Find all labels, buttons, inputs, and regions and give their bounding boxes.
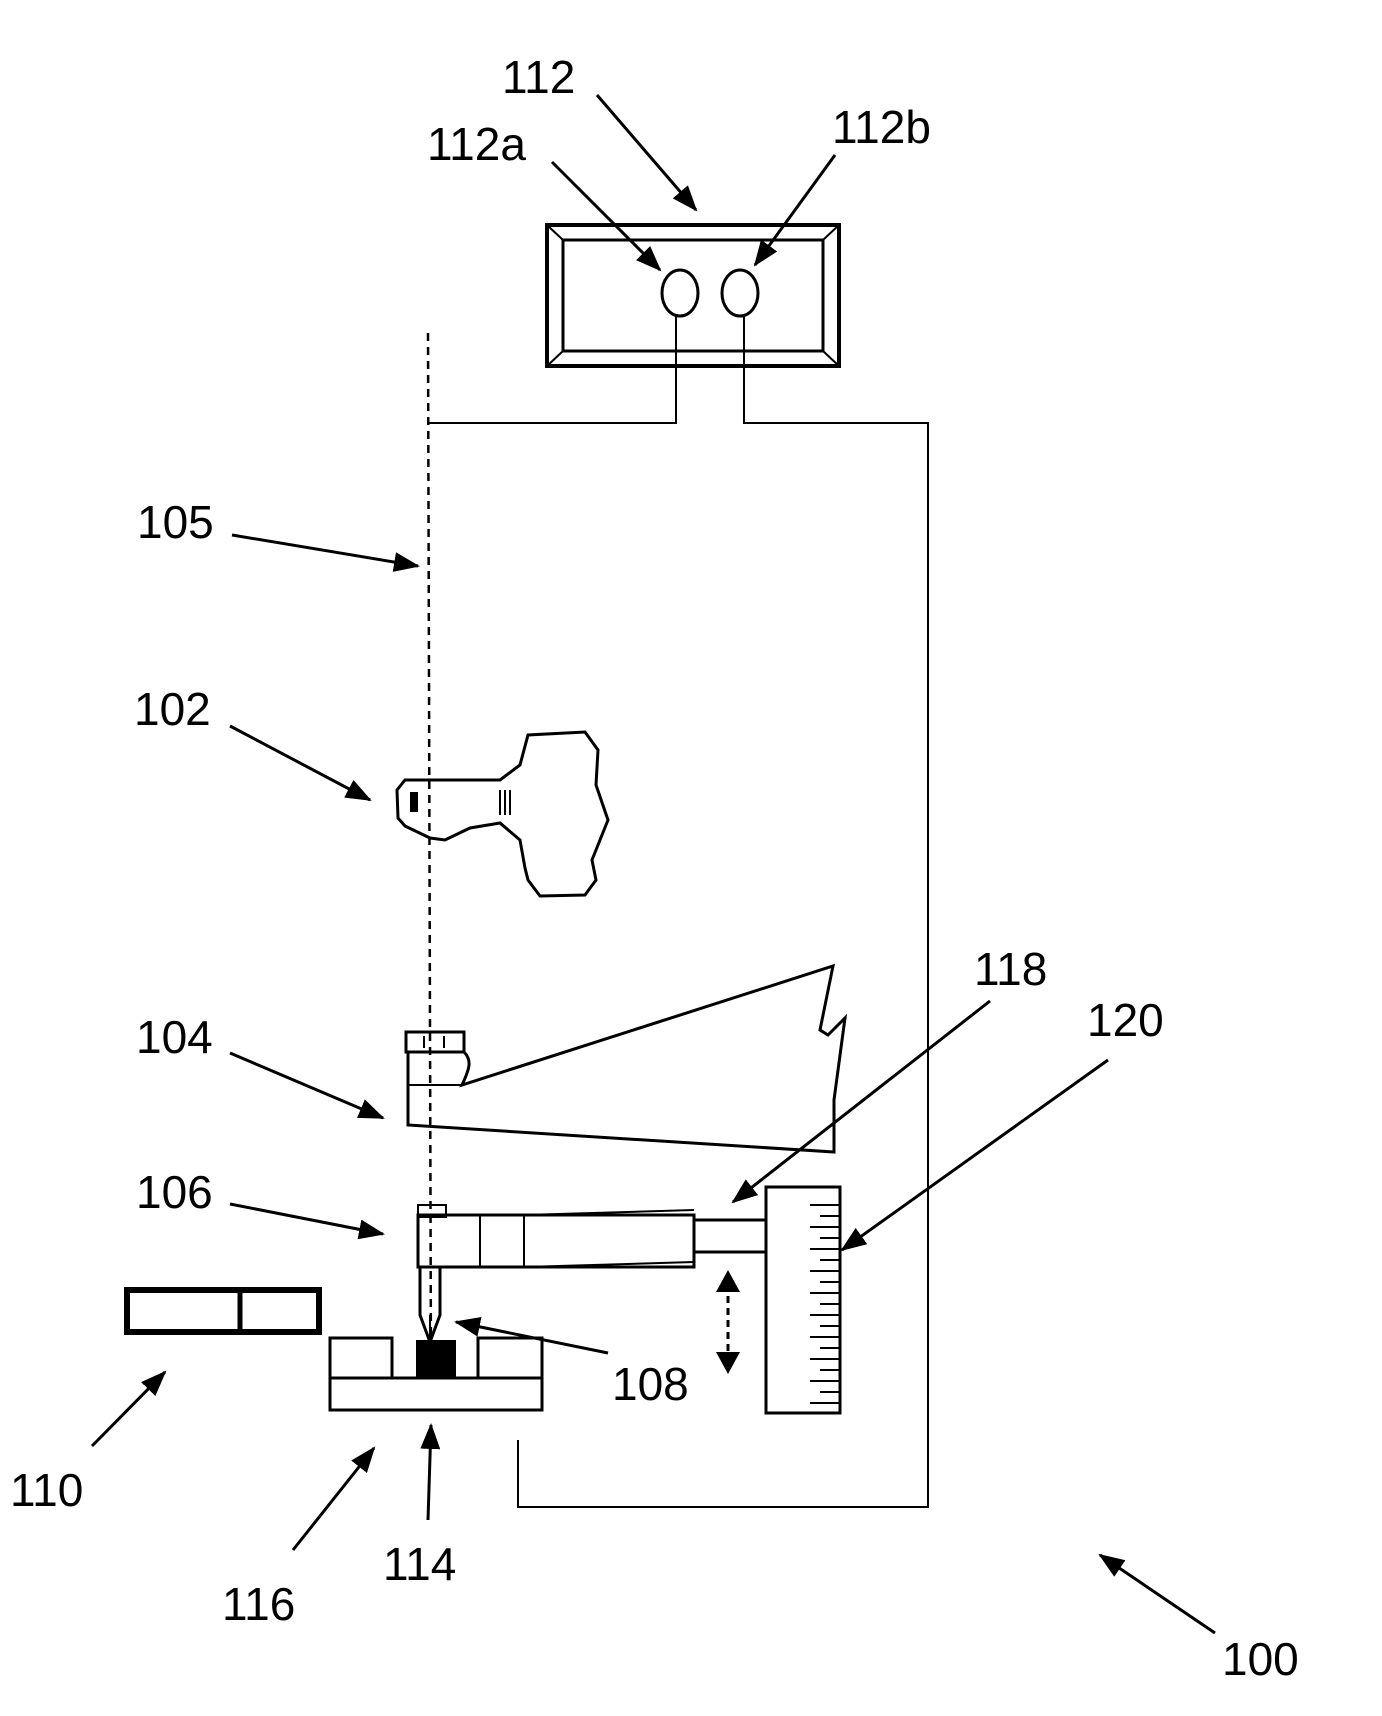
sample-114 xyxy=(416,1340,456,1378)
leader-arrow-114 xyxy=(428,1425,431,1520)
label-106: 106 xyxy=(136,1166,213,1218)
leader-arrow-100 xyxy=(1100,1555,1215,1633)
component-110 xyxy=(127,1290,319,1332)
terminal-112a xyxy=(662,270,698,316)
label-108: 108 xyxy=(612,1358,689,1410)
holder-arm-106 xyxy=(418,1205,694,1267)
leader-arrow-112a xyxy=(552,162,660,270)
label-112: 112 xyxy=(502,51,575,103)
wire-from-112b xyxy=(518,316,928,1507)
label-112b: 112b xyxy=(832,101,931,153)
label-110: 110 xyxy=(10,1464,83,1516)
connector-118 xyxy=(694,1220,766,1252)
scale-knob-120 xyxy=(766,1187,840,1413)
magnifier-assembly-104 xyxy=(406,966,845,1152)
label-118: 118 xyxy=(974,943,1047,995)
leader-arrow-104 xyxy=(230,1053,383,1118)
optical-axis-105 xyxy=(428,333,431,1378)
label-102: 102 xyxy=(134,683,211,735)
leader-arrow-105 xyxy=(232,535,418,566)
label-104: 104 xyxy=(136,1011,213,1063)
leader-arrow-106 xyxy=(230,1204,383,1234)
leader-arrow-110 xyxy=(92,1372,165,1446)
label-112a: 112a xyxy=(427,118,526,170)
label-105: 105 xyxy=(137,496,214,548)
leader-arrow-120 xyxy=(842,1060,1108,1250)
terminal-112b xyxy=(722,270,758,316)
leader-arrow-116 xyxy=(293,1448,374,1550)
wire-from-112a xyxy=(428,316,676,423)
label-116: 116 xyxy=(222,1578,295,1630)
vertical-adjust-arrow xyxy=(716,1270,740,1374)
leader-arrow-112 xyxy=(597,95,696,210)
controller-box-112 xyxy=(547,225,839,366)
leader-arrow-102 xyxy=(230,726,370,800)
label-100: 100 xyxy=(1222,1633,1299,1685)
label-114: 114 xyxy=(383,1538,456,1590)
label-120: 120 xyxy=(1087,994,1164,1046)
